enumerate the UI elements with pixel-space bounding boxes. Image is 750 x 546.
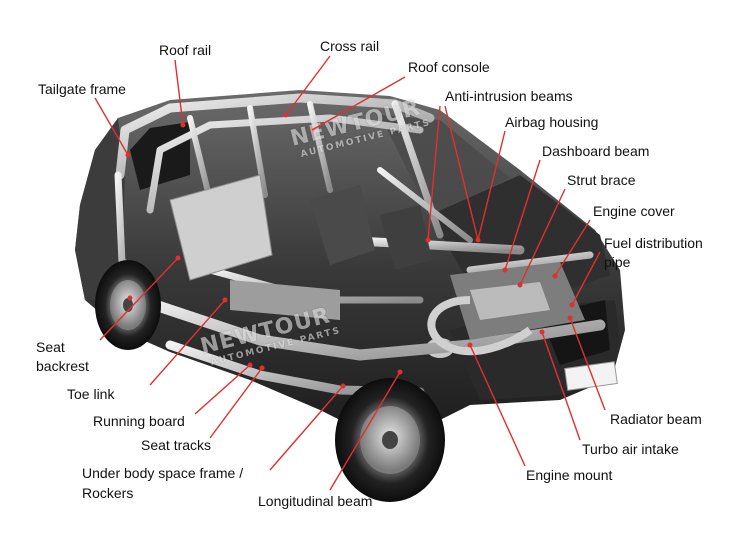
- label-running-board: Running board: [93, 413, 185, 429]
- label-under-body-line1: Under body space frame /: [82, 465, 244, 481]
- label-anti-intrusion-beams: Anti-intrusion beams: [445, 88, 573, 104]
- label-toe-link: Toe link: [67, 386, 115, 402]
- label-radiator-beam: Radiator beam: [610, 411, 702, 427]
- label-roof-rail: Roof rail: [159, 42, 212, 58]
- label-fuel-distribution-line1: Fuel distribution: [604, 235, 703, 251]
- label-airbag-housing: Airbag housing: [505, 114, 599, 130]
- label-dashboard-beam: Dashboard beam: [542, 143, 650, 159]
- label-under-body-line2: Rockers: [82, 485, 134, 501]
- label-seat-tracks: Seat tracks: [141, 437, 212, 453]
- label-turbo-air-intake: Turbo air intake: [582, 441, 679, 457]
- label-strut-brace: Strut brace: [567, 172, 636, 188]
- label-fuel-distribution-line2: pipe: [604, 254, 631, 270]
- label-engine-cover: Engine cover: [593, 203, 675, 219]
- label-seat-backrest-line1: Seat: [36, 339, 65, 355]
- label-engine-mount: Engine mount: [526, 467, 613, 483]
- label-tailgate-frame: Tailgate frame: [38, 81, 126, 97]
- label-seat-backrest-line2: backrest: [36, 358, 89, 374]
- label-longitudinal-beam: Longitudinal beam: [258, 493, 373, 509]
- label-cross-rail: Cross rail: [320, 38, 380, 54]
- label-roof-console: Roof console: [408, 59, 490, 75]
